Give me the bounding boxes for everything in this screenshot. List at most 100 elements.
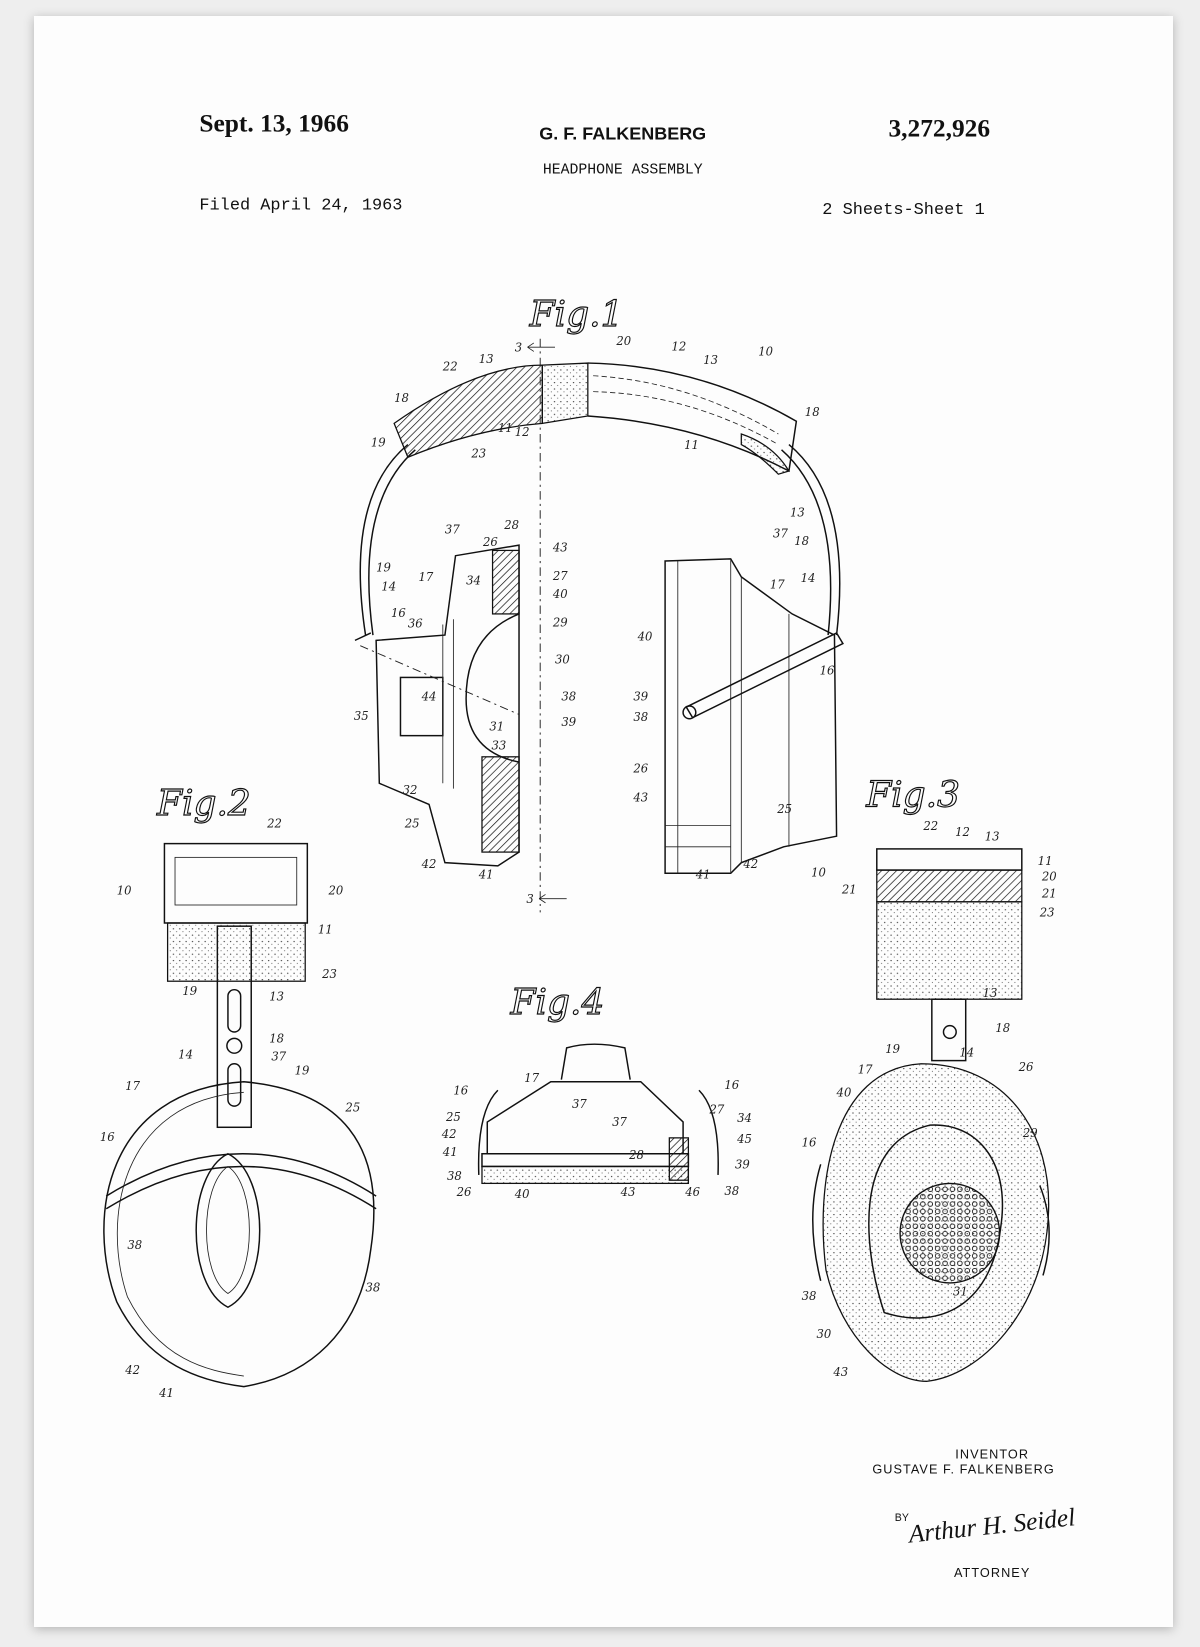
fig2-reference-numeral: 13 xyxy=(269,989,284,1003)
earcup-cushion-section xyxy=(493,550,519,614)
fig1-reference-numeral: 22 xyxy=(442,359,458,373)
earcup-section xyxy=(669,1138,688,1180)
fig3-reference-numeral: 29 xyxy=(1022,1126,1038,1140)
fig1-reference-numeral: 27 xyxy=(552,569,568,583)
fig4-reference-numeral: 42 xyxy=(441,1127,457,1141)
fig3-reference-numeral: 23 xyxy=(1039,906,1055,920)
fig1-reference-numeral: 36 xyxy=(408,617,423,631)
fig2-reference-numeral: 17 xyxy=(125,1079,140,1093)
earcup-lens xyxy=(196,1154,260,1307)
fig1-reference-numeral: 40 xyxy=(552,587,568,601)
section-arrow xyxy=(539,894,567,902)
fig1-reference-numeral: 34 xyxy=(466,573,481,587)
fig1-reference-numeral: 18 xyxy=(794,534,809,548)
fig1-reference-numeral: 12 xyxy=(671,339,686,353)
fig4-reference-numeral: 40 xyxy=(514,1187,530,1201)
figure-2: Fig.2 xyxy=(104,783,376,1387)
fig2-reference-numeral: 19 xyxy=(295,1063,310,1077)
fig1-reference-numeral: 42 xyxy=(742,857,758,871)
fig1-reference-numeral: 19 xyxy=(376,561,391,575)
fig2-reference-numeral: 23 xyxy=(321,967,337,981)
fig1-reference-numeral: 38 xyxy=(633,710,648,724)
section-arrow xyxy=(527,343,555,351)
figure-3-label: Fig.3 xyxy=(865,775,960,816)
fig1-reference-numeral: 13 xyxy=(703,353,718,367)
fig1-reference-numeral: 25 xyxy=(404,817,420,831)
fig1-reference-numeral: 39 xyxy=(633,690,648,704)
fig1-reference-numeral: 13 xyxy=(790,506,805,520)
fig4-reference-numeral: 38 xyxy=(447,1169,462,1183)
figure-1: Fig.1 xyxy=(355,294,843,912)
fig4-reference-numeral: 37 xyxy=(572,1097,587,1111)
fig1-reference-numeral: 29 xyxy=(552,616,568,630)
signature-block: INVENTOR GUSTAVE F. FALKENBERG BY Arthur… xyxy=(872,1448,1076,1581)
fig4-reference-numeral: 25 xyxy=(445,1110,461,1124)
fig2-reference-numeral: 38 xyxy=(127,1238,142,1252)
fig1-reference-numeral: 41 xyxy=(478,868,494,882)
headband-foam xyxy=(542,363,588,423)
speaker-magnet xyxy=(400,677,442,735)
inventor-name: GUSTAVE F. FALKENBERG xyxy=(872,1462,1055,1476)
fig1-reference-numeral: 39 xyxy=(561,715,576,729)
fig3-reference-numeral: 31 xyxy=(953,1285,968,1299)
headband-foam-section xyxy=(877,902,1022,999)
fig3-reference-numeral: 10 xyxy=(811,865,826,879)
earcup-top xyxy=(561,1044,630,1079)
fig1-reference-numeral: 37 xyxy=(445,522,460,536)
fig4-reference-numeral: 37 xyxy=(612,1115,627,1129)
patent-number: 3,272,926 xyxy=(888,115,990,143)
fig1-reference-numeral: 30 xyxy=(555,653,570,667)
fig3-reference-numeral: 40 xyxy=(836,1086,852,1100)
fig1-reference-numeral: 40 xyxy=(637,629,653,643)
figure-4: Fig.4 xyxy=(479,982,719,1183)
inventor-header: G. F. FALKENBERG xyxy=(539,124,706,144)
fig4-reference-numeral: 38 xyxy=(724,1184,739,1198)
section-mark: 3 xyxy=(526,892,533,906)
fig1-reference-numeral: 41 xyxy=(695,868,711,882)
fig4-reference-numeral: 34 xyxy=(737,1111,752,1125)
fig2-reference-numeral: 18 xyxy=(269,1032,284,1046)
yoke xyxy=(106,1154,376,1196)
fig2-reference-numeral: 19 xyxy=(182,984,197,998)
fig2-reference-numeral: 38 xyxy=(366,1280,381,1294)
fig1-reference-numeral: 11 xyxy=(684,438,699,452)
fig4-reference-numeral: 26 xyxy=(456,1185,472,1199)
fig3-reference-numeral: 16 xyxy=(802,1135,817,1149)
fig1-reference-numeral: 19 xyxy=(371,436,386,450)
headband-foam-end xyxy=(741,434,789,474)
fig4-reference-numeral: 39 xyxy=(735,1158,750,1172)
fig1-reference-numeral: 13 xyxy=(479,352,494,366)
figure-1-label: Fig.1 xyxy=(529,294,624,335)
fig1-reference-numeral: 14 xyxy=(801,571,816,585)
attorney-label: ATTORNEY xyxy=(954,1566,1030,1580)
fig3-reference-numeral: 22 xyxy=(922,819,938,833)
fig1-reference-numeral: 42 xyxy=(421,857,437,871)
fig2-reference-numeral: 20 xyxy=(327,883,343,897)
fig3-reference-numeral: 13 xyxy=(985,829,1000,843)
fig1-reference-numeral: 10 xyxy=(758,345,773,359)
fig1-reference-numeral: 38 xyxy=(561,690,576,704)
fig3-reference-numeral: 26 xyxy=(1018,1060,1034,1074)
fig3-reference-numeral: 30 xyxy=(816,1327,831,1341)
fig3-reference-numeral: 38 xyxy=(802,1289,817,1303)
fig4-reference-numeral: 43 xyxy=(620,1185,636,1199)
fig3-reference-numeral: 43 xyxy=(832,1365,848,1379)
fig2-reference-numeral: 41 xyxy=(158,1386,174,1400)
fig2-reference-numeral: 37 xyxy=(271,1050,286,1064)
fig1-reference-numeral: 43 xyxy=(632,790,648,804)
fig3-reference-numeral: 12 xyxy=(955,825,970,839)
fig1-reference-numeral: 18 xyxy=(805,405,820,419)
fig1-reference-numeral: 28 xyxy=(503,518,519,532)
fig1-reference-numeral: 32 xyxy=(403,783,418,797)
fig4-reference-numeral: 27 xyxy=(709,1103,725,1117)
fig3-reference-numeral: 18 xyxy=(995,1021,1010,1035)
fig4-reference-numeral: 45 xyxy=(736,1132,752,1146)
inventor-label: INVENTOR xyxy=(955,1448,1029,1462)
fig4-reference-numeral: 41 xyxy=(442,1145,458,1159)
fig2-reference-numeral: 22 xyxy=(266,817,282,831)
fig2-reference-numeral: 16 xyxy=(100,1130,115,1144)
fig1-reference-numeral: 11 xyxy=(498,421,513,435)
fig4-reference-numeral: 28 xyxy=(628,1148,644,1162)
fig1-reference-numeral: 31 xyxy=(489,719,504,733)
